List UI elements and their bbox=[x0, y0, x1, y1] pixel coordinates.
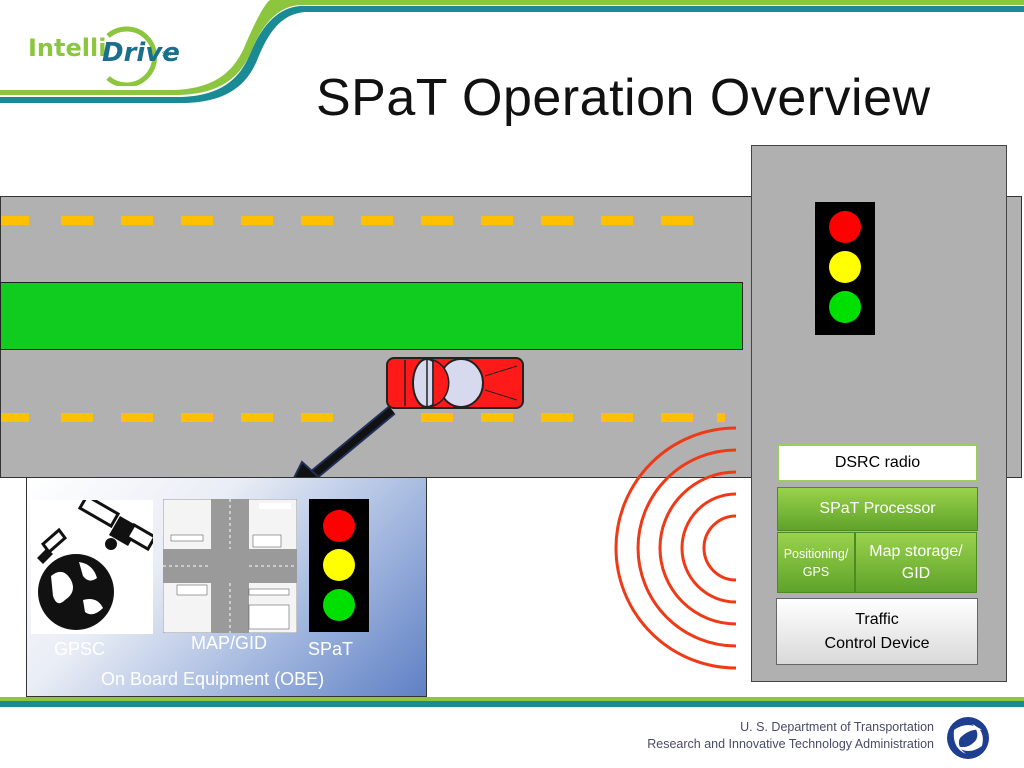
spat-processor-box: SPaT Processor bbox=[777, 487, 978, 531]
lane-dash bbox=[301, 216, 333, 225]
lane-dash bbox=[121, 413, 153, 422]
lane-dash bbox=[541, 216, 573, 225]
traffic-control-line2: Control Device bbox=[824, 634, 930, 652]
map-storage-label: Map storage/ GID bbox=[869, 542, 963, 582]
lane-dash bbox=[181, 216, 213, 225]
lane-dash bbox=[181, 413, 213, 422]
obe-traffic-signal bbox=[309, 499, 369, 632]
satellite-globe-icon bbox=[31, 500, 153, 634]
lane-dash bbox=[601, 216, 633, 225]
radio-waves-icon bbox=[614, 426, 737, 670]
green-light-icon bbox=[323, 589, 355, 621]
logo-tm: SM bbox=[162, 52, 171, 58]
dot-seal-icon bbox=[947, 717, 989, 759]
footer-rita-label: Research and Innovative Technology Admin… bbox=[647, 737, 934, 751]
traffic-control-device-box: Traffic Control Device bbox=[776, 598, 978, 665]
green-lane bbox=[0, 282, 743, 350]
lane-dash bbox=[661, 216, 693, 225]
lane-dash bbox=[61, 413, 93, 422]
lane-dash bbox=[1, 216, 29, 225]
lane-dash bbox=[481, 413, 513, 422]
lane-dash bbox=[121, 216, 153, 225]
intersection-map-thumbnail bbox=[163, 499, 297, 633]
intellidrive-logo: Intelli Drive SM bbox=[28, 26, 180, 88]
lane-dash bbox=[61, 216, 93, 225]
yellow-light-icon bbox=[323, 549, 355, 581]
logo-swoosh-icon bbox=[106, 26, 158, 88]
map-gid-label: MAP/GID bbox=[191, 633, 268, 653]
lane-dash bbox=[361, 216, 393, 225]
lane-dash bbox=[241, 216, 273, 225]
red-light-icon bbox=[829, 211, 861, 243]
lane-dash bbox=[481, 216, 513, 225]
footer-dot-label: U. S. Department of Transportation bbox=[740, 720, 934, 734]
positioning-gps-label: Positioning/ GPS bbox=[783, 546, 849, 579]
car-icon bbox=[386, 357, 524, 409]
roadside-traffic-signal bbox=[815, 202, 875, 335]
lane-dash bbox=[301, 413, 333, 422]
lane-dash bbox=[717, 413, 725, 422]
lane-dash bbox=[1, 413, 29, 422]
gpsc-label: GPSC bbox=[54, 639, 106, 659]
positioning-gps-box: Positioning/ GPS bbox=[777, 532, 855, 593]
obe-title: On Board Equipment (OBE) bbox=[101, 669, 325, 689]
lane-dash bbox=[241, 413, 273, 422]
header-swoosh bbox=[0, 0, 1024, 103]
spat-label: SPaT bbox=[308, 639, 354, 659]
dsrc-radio-label: DSRC radio bbox=[834, 454, 921, 471]
traffic-control-line1: Traffic bbox=[855, 610, 899, 628]
red-light-icon bbox=[323, 510, 355, 542]
lane-dash bbox=[601, 413, 633, 422]
lane-dash bbox=[421, 216, 453, 225]
page-title: SPaT Operation Overview bbox=[316, 69, 931, 127]
logo-intelli: Intelli bbox=[28, 34, 107, 62]
spat-processor-label: SPaT Processor bbox=[819, 500, 936, 517]
lane-dash bbox=[661, 413, 693, 422]
logo-drive: Drive bbox=[102, 38, 180, 68]
lane-dash bbox=[421, 413, 453, 422]
green-light-icon bbox=[829, 291, 861, 323]
footer-divider bbox=[0, 697, 1024, 707]
dsrc-radio-box: DSRC radio bbox=[777, 444, 978, 482]
map-storage-box: Map storage/ GID bbox=[855, 532, 977, 593]
lane-dash bbox=[541, 413, 573, 422]
yellow-light-icon bbox=[829, 251, 861, 283]
